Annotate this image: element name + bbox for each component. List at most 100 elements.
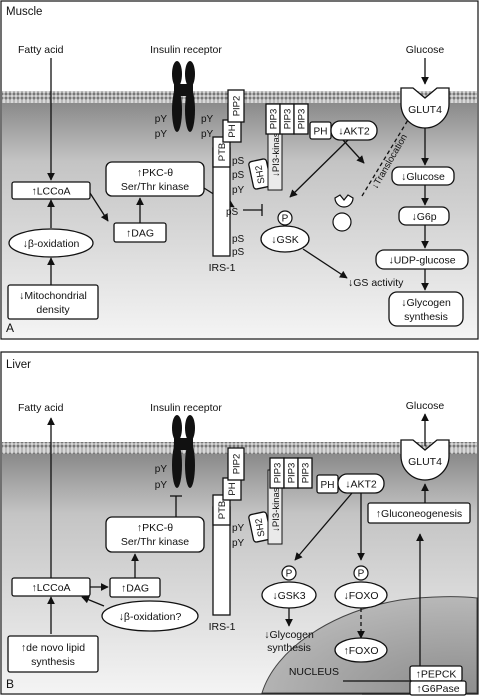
muscle-mito-line1: ↓Mitochondrial: [19, 290, 87, 302]
muscle-ptb-label: PTB: [217, 143, 228, 161]
liver-foxo-phospho-label: P: [358, 569, 365, 580]
liver-title: Liver: [6, 359, 31, 371]
liver-pip2-label: PIP2: [232, 454, 243, 475]
liver-pip2-box: [227, 447, 245, 481]
muscle-gsk-label: ↓GSK: [271, 234, 298, 246]
liver-py-label-4: pY: [232, 538, 245, 549]
muscle-ps-label-2: pS: [232, 170, 245, 181]
liver-dag-label: ↑DAG: [121, 583, 149, 595]
muscle-gsk-phospho-label: P: [282, 214, 289, 225]
muscle-pip2-box: [227, 89, 245, 123]
muscle-akt2-box: [330, 120, 378, 141]
muscle-glycogen-line1: ↓Glycogen: [401, 297, 451, 309]
muscle-beta-oxidation-ellipse: [8, 228, 94, 258]
muscle-g6p-box: [398, 206, 450, 226]
muscle-mito-line2: density: [36, 304, 70, 316]
muscle-pip3-label-2: PIP3: [283, 109, 294, 130]
liver-g6pase-label: ↑G6Pase: [416, 683, 459, 695]
muscle-pkc-box: [105, 161, 205, 197]
liver-beta-oxidation-ellipse: [101, 600, 199, 632]
liver-pkc-box: [105, 516, 205, 553]
muscle-sh2-label: SH2: [254, 164, 268, 184]
muscle-ps-label-5: pS: [232, 247, 245, 258]
muscle-fatty-acid-label: Fatty acid: [18, 44, 64, 56]
muscle-glycogen-box: [388, 291, 464, 327]
muscle-glucose-down-label: ↓Glucose: [401, 171, 445, 183]
muscle-py-label-2: pY: [155, 129, 168, 140]
liver-g6pase-box: [409, 680, 467, 696]
liver-sh2-label: SH2: [254, 517, 268, 537]
liver-glucose-out-label: Glucose: [406, 400, 445, 412]
liver-denovo-box: [7, 635, 99, 673]
muscle-title: Muscle: [6, 6, 42, 18]
liver-glut4-label: GLUT4: [408, 456, 442, 468]
muscle-udp-glucose-box: [375, 249, 469, 270]
liver-gluconeogenesis-box: [367, 502, 471, 524]
muscle-beta-oxidation-label: ↓β-oxidation: [23, 238, 80, 250]
muscle-gsk-phospho-circle: [277, 210, 293, 226]
liver-pip3-label-3: PIP3: [301, 463, 312, 484]
muscle-panel-letter: A: [6, 321, 14, 335]
liver-pip3-box-3: [297, 457, 313, 489]
liver-betaox-to-lccoa-arrow: [81, 596, 105, 607]
muscle-udp-glucose-label: ↓UDP-glucose: [388, 255, 455, 267]
muscle-gsk-ellipse: [260, 225, 310, 253]
liver-beta-oxidation-label: ↓β-oxidation?: [119, 611, 182, 623]
muscle-ph-label: PH: [227, 124, 238, 137]
liver-glycogen-line1: ↓Glycogen: [264, 629, 314, 641]
muscle-glut4-icon: [400, 87, 450, 129]
muscle-pi3k-label: ↓PI3-kinase: [271, 127, 282, 177]
muscle-py-label-5: pY: [232, 185, 245, 196]
liver-lccoa-label: ↑LCCoA: [31, 582, 70, 594]
liver-gluconeogenesis-label: ↑Gluconeogenesis: [376, 508, 462, 520]
muscle-pkc-line2: Ser/Thr kinase: [121, 181, 189, 193]
liver-panel-letter: B: [6, 677, 14, 691]
muscle-translocation-arrow: [361, 109, 415, 197]
liver-insulin-receptor-label: Insulin receptor: [150, 402, 222, 414]
liver-gsk3-phospho-circle: [281, 565, 297, 581]
liver-denovo-line1: ↑de novo lipid: [21, 642, 85, 654]
liver-ph-label: PH: [227, 482, 238, 495]
muscle-gs-activity-label: ↓GS activity: [348, 277, 404, 289]
muscle-lccoa-box: [11, 181, 91, 200]
liver-foxo-phospho-circle: [353, 565, 369, 581]
liver-glycogen-line2: synthesis: [267, 642, 311, 654]
muscle-glut4-label: GLUT4: [408, 104, 442, 116]
liver-ph-akt-label: PH: [321, 480, 335, 491]
muscle-akt2-to-translocation-arrow: [342, 139, 365, 164]
liver-gsk3-phospho-label: P: [286, 569, 293, 580]
muscle-pip3-label-3: PIP3: [297, 109, 308, 130]
muscle-dag-label: ↑DAG: [126, 228, 154, 240]
muscle-py-label-3: pY: [201, 114, 214, 125]
liver-foxo-nucleus-ellipse: [334, 637, 388, 663]
liver-py-label-2: pY: [155, 480, 168, 491]
muscle-pkc-line1: ↑PKC-θ: [137, 167, 173, 179]
muscle-glucose-box: [391, 166, 455, 186]
muscle-glut4-vesicle-icon: [332, 194, 354, 232]
liver-ptb-label: PTB: [217, 501, 228, 519]
muscle-ptb-box: [212, 136, 231, 168]
liver-py-label-3: pY: [232, 523, 245, 534]
liver-panel: Liver B Fatty acid ↑LCCoA ↑de novo lipid…: [0, 351, 479, 696]
liver-pkc-line1: ↑PKC-θ: [137, 522, 173, 534]
liver-denovo-line2: synthesis: [31, 656, 75, 668]
liver-fatty-acid-label: Fatty acid: [18, 402, 64, 414]
muscle-py-label-4: pY: [201, 129, 214, 140]
liver-insulin-receptor-icon: [172, 415, 195, 488]
muscle-py-label-1: pY: [155, 114, 168, 125]
muscle-ps-label-4: pS: [232, 234, 245, 245]
liver-pepck-label: ↑PEPCK: [416, 669, 457, 681]
muscle-irs1-label: IRS-1: [209, 262, 236, 274]
muscle-glycogen-line2: synthesis: [404, 311, 448, 323]
muscle-pip3-box-3: [293, 103, 309, 135]
liver-pip3-label-2: PIP3: [287, 463, 298, 484]
liver-pkc-line2: Ser/Thr kinase: [121, 536, 189, 548]
muscle-lccoa-label: ↑LCCoA: [31, 186, 70, 198]
muscle-pip3-label-1: PIP3: [269, 109, 280, 130]
muscle-gsk-to-gs-arrow: [302, 248, 348, 279]
liver-nucleus-label: NUCLEUS: [289, 666, 339, 678]
muscle-insulin-receptor-icon: [172, 61, 195, 132]
muscle-ps-label-3: pS: [226, 207, 239, 218]
muscle-mito-box: [7, 284, 99, 320]
